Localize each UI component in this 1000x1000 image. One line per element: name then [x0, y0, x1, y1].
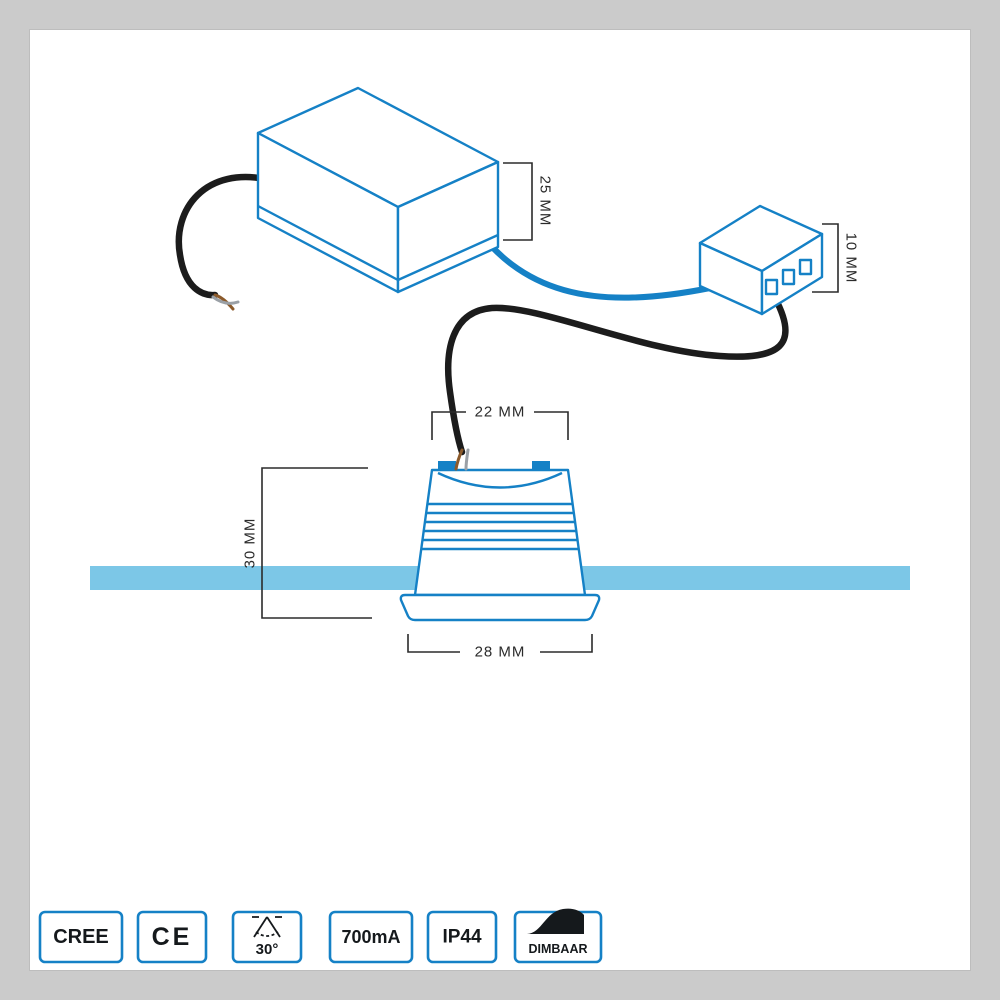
beam-angle-icon [252, 916, 282, 938]
dimension-driver-height: 25 MM [503, 162, 554, 241]
spot-body [413, 468, 587, 597]
dimension-label: 30 MM [242, 518, 259, 569]
dimension-spot-top-width: 22 MM [431, 404, 569, 440]
mains-wire-gray [211, 295, 240, 305]
heatsink-fins [421, 502, 579, 551]
dimmer-curve-icon [527, 908, 584, 934]
beam-left-leg [253, 916, 268, 938]
badge-label: IP44 [442, 927, 482, 948]
junction-to-spot-cable [445, 294, 789, 456]
terminal-block [798, 258, 813, 276]
terminal-block [781, 268, 796, 286]
beam-right-leg [266, 916, 281, 938]
badge-label: CREE [53, 926, 109, 948]
dimension-bracket [812, 223, 839, 293]
junction-box [698, 204, 824, 316]
dimension-bracket [407, 634, 460, 653]
recessed-spot [399, 461, 601, 622]
spot-wire-brown [454, 448, 464, 471]
spot-dome-curve [437, 471, 563, 489]
beam-angle-arc [255, 931, 279, 937]
led-driver-box [256, 86, 500, 294]
dimension-flange-width: 28 MM [407, 634, 593, 661]
ce-mark: CE [152, 923, 193, 951]
badge-label: 30° [256, 941, 279, 958]
dimension-label: 25 MM [537, 176, 554, 227]
dimension-label: 28 MM [475, 644, 526, 661]
dimension-label: 22 MM [475, 404, 526, 421]
badge-row: CREE CE 30° 700mA [38, 908, 603, 964]
badge-label: 700mA [341, 927, 400, 947]
driver-lid-seam [257, 204, 499, 282]
badge-border [38, 910, 124, 964]
dimension-bracket [261, 467, 372, 619]
badge-beam-angle: 30° [231, 910, 303, 964]
badge-border [231, 910, 303, 964]
mains-wire-brown [213, 293, 235, 311]
badge-cree: CREE [38, 910, 124, 964]
badge-ce: CE [136, 910, 208, 964]
badge-current: 700mA [328, 910, 414, 964]
terminal-blocks [764, 258, 813, 296]
dimension-junction-height: 10 MM [812, 223, 860, 293]
dimension-bracket [431, 411, 466, 440]
terminal-block [764, 278, 779, 296]
badge-border [328, 910, 414, 964]
badge-border [426, 910, 498, 964]
dimension-recess-depth: 30 MM [242, 467, 372, 619]
dimension-bracket [534, 411, 569, 440]
dimension-bracket [540, 634, 593, 653]
trim-flange [399, 593, 601, 622]
spot-wire-gray [464, 448, 470, 471]
dimension-label: 10 MM [843, 233, 860, 284]
driver-output-cable [467, 217, 713, 301]
badge-label: DIMBAAR [528, 942, 587, 956]
mounting-tab-right [532, 461, 550, 469]
badge-dimmable: DIMBAAR [513, 908, 603, 964]
badge-border [136, 910, 208, 964]
driver-right-face [396, 160, 500, 294]
dimension-bracket [503, 162, 533, 241]
badge-ip-rating: IP44 [426, 910, 498, 964]
driver-mains-cable [175, 173, 274, 299]
mounting-tab-left [438, 461, 456, 469]
